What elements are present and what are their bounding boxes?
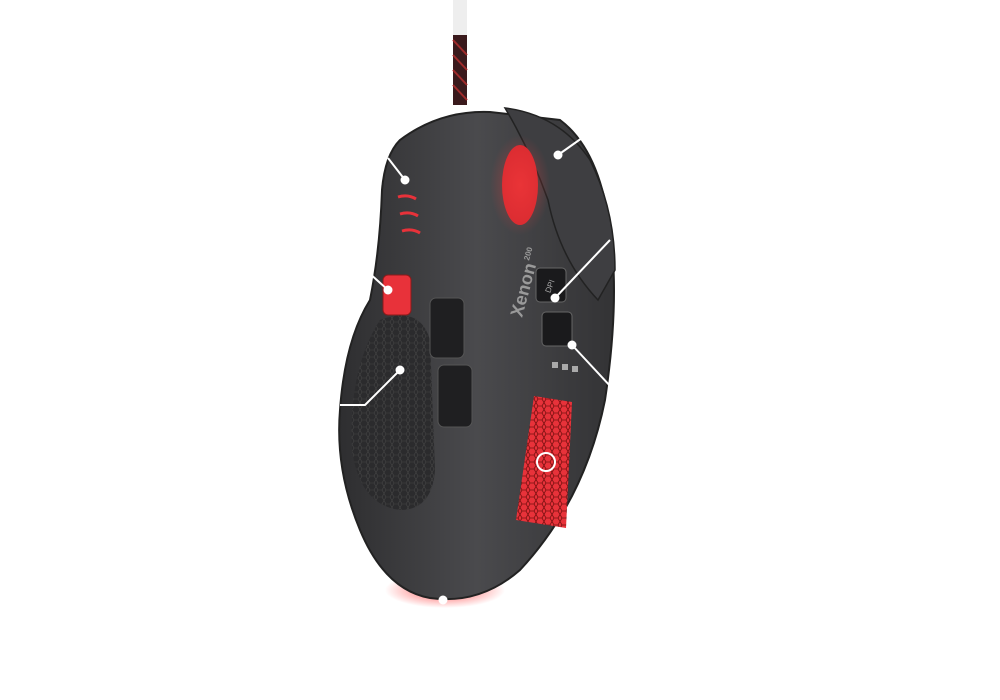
- brand-logo-icon: [536, 452, 556, 472]
- cable: [452, 0, 468, 105]
- logo-led-panel: [516, 396, 572, 528]
- dpi-button-down: [541, 311, 573, 347]
- dpi-label: DPI: [544, 278, 557, 294]
- callout-lines: [340, 137, 613, 605]
- profile-leds: [397, 194, 421, 235]
- side-button-back: [437, 364, 473, 428]
- side-button-forward: [429, 297, 465, 359]
- dpi-indicator: [552, 362, 578, 372]
- sniper-button: [382, 274, 412, 316]
